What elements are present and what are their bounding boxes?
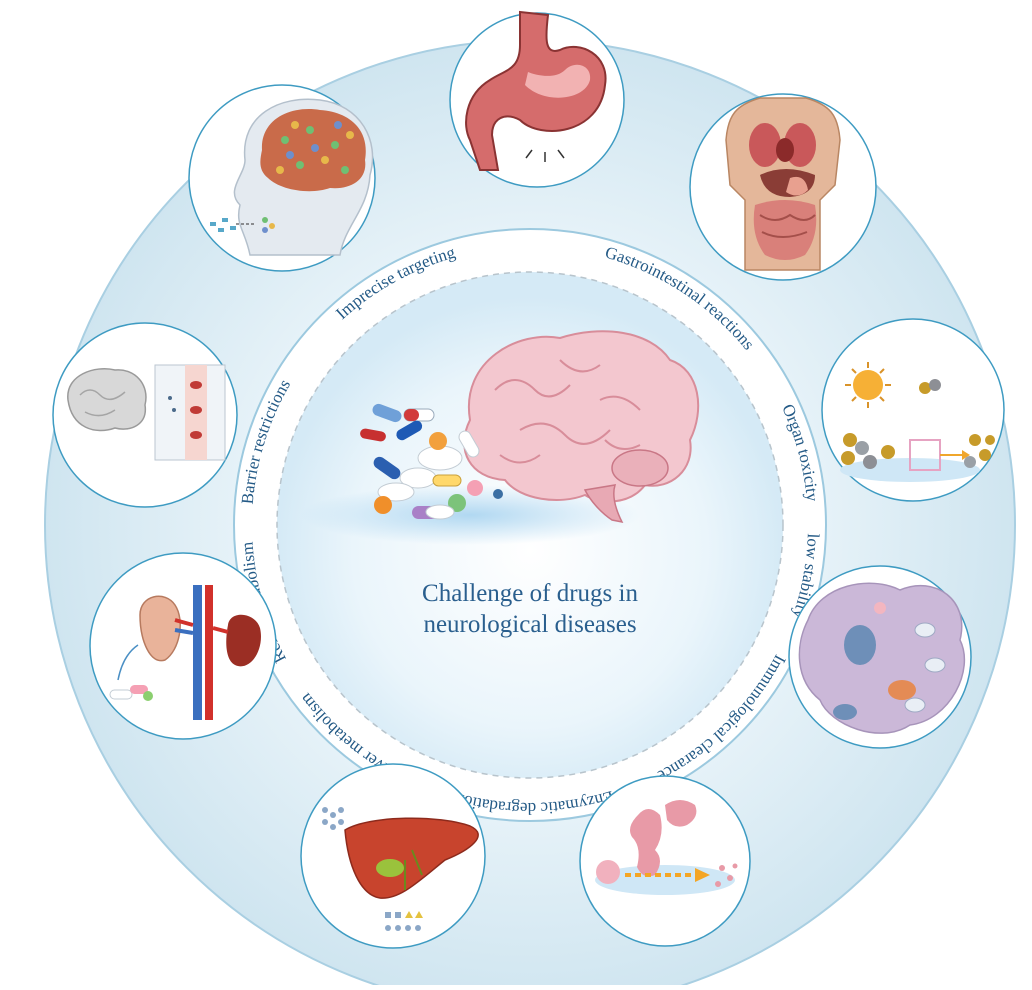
stomach-icon <box>465 10 607 171</box>
liver-icon <box>322 807 479 931</box>
center-title: Challenge of drugs in neurological disea… <box>350 578 710 640</box>
head-brain-targeting-icon <box>210 98 374 256</box>
pills-icon <box>360 403 503 520</box>
imprecise-targeting-node <box>188 84 376 272</box>
torso-organs-icon <box>725 97 841 271</box>
organ-toxicity-node <box>689 93 877 281</box>
enzyme-degradation-icon <box>595 800 738 895</box>
low-stability-node <box>821 318 1005 502</box>
stomach-node <box>449 10 625 188</box>
kidney-icon <box>109 585 261 720</box>
liver-metabolism-node <box>300 763 486 949</box>
center-title-line1: Challenge of drugs in <box>422 580 638 607</box>
immunological-clearance-node <box>788 565 972 749</box>
barrier-restrictions-node <box>52 322 238 508</box>
center-title-line2: neurological diseases <box>423 611 637 638</box>
blood-brain-barrier-icon <box>67 364 226 461</box>
center-brain-icon <box>463 330 700 524</box>
renal-metabolism-node <box>89 552 277 740</box>
enzymatic-degradation-node <box>579 775 751 947</box>
nanoparticle-stability-icon <box>840 362 995 482</box>
immune-cell-icon <box>798 582 966 734</box>
